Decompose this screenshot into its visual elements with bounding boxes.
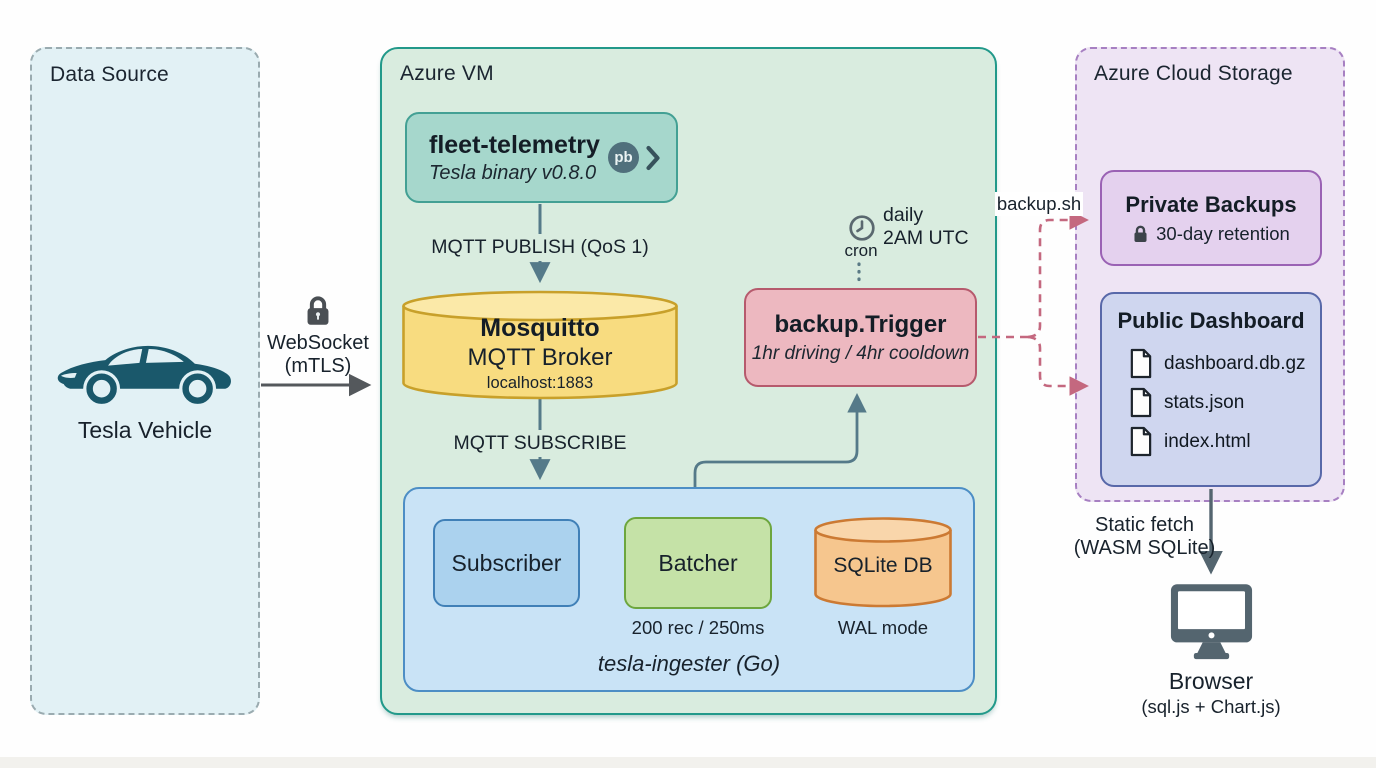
cloud-storage-title: Azure Cloud Storage [1094,62,1293,85]
retention-lock-icon [1132,224,1149,243]
ingester-caption: tesla-ingester (Go) [597,651,781,676]
backup-trigger-box: backup.Trigger 1hr driving / 4hr cooldow… [744,288,977,387]
tesla-ingester-box: Subscriber Batcher 200 rec / 250ms SQLit… [403,487,975,692]
vehicle-label: Tesla Vehicle [77,417,213,443]
mqtt-publish-label: MQTT PUBLISH (QoS 1) [430,234,650,261]
file-name: stats.json [1164,391,1245,413]
chevron-right-icon [646,145,660,171]
protobuf-badge: pb [608,142,639,173]
file-item: index.html [1128,422,1320,461]
mosquitto-broker-cylinder: Mosquitto MQTT Broker localhost:1883 [402,290,678,400]
mosquitto-detail: localhost:1883 [486,374,594,392]
backup-sh-label: backup.sh [995,192,1083,216]
subscriber-label: Subscriber [451,549,562,576]
websocket-lock-icon [303,294,333,326]
cron-clock-icon [848,214,876,242]
websocket-label: WebSocket (mTLS) [267,332,369,377]
sqlite-label: SQLite DB [833,554,933,577]
private-backups-note: 30-day retention [1156,222,1290,244]
static-fetch-label: Static fetch (WASM SQLite) [1073,514,1216,559]
file-name: dashboard.db.gz [1164,352,1306,374]
backup-trigger-title: backup.Trigger [774,310,947,338]
browser-sublabel: (sql.js + Chart.js) [1141,696,1281,717]
azure-vm-title: Azure VM [400,62,494,85]
mqtt-subscribe-label: MQTT SUBSCRIBE [450,430,630,457]
subscriber-box: Subscriber [433,519,580,607]
private-backups-box: Private Backups 30-day retention [1100,170,1322,266]
batcher-note: 200 rec / 250ms [631,617,765,638]
bottom-strip [0,757,1376,768]
file-name: index.html [1164,430,1251,452]
fleet-telemetry-title: fleet-telemetry [429,130,600,159]
file-icon [1128,426,1153,457]
cron-label: cron [844,241,878,260]
mosquitto-title: Mosquitto [480,314,600,342]
fleet-telemetry-subtitle: Tesla binary v0.8.0 [429,161,597,184]
cron-schedule: daily 2AM UTC [883,204,969,249]
private-backups-title: Private Backups [1125,191,1297,217]
mosquitto-subtitle: MQTT Broker [467,344,613,371]
file-icon [1128,387,1153,418]
file-item: dashboard.db.gz [1128,344,1320,383]
data-source-title: Data Source [50,63,169,86]
file-icon [1128,348,1153,379]
public-dashboard-title: Public Dashboard [1117,308,1305,333]
sqlite-note: WAL mode [837,617,929,638]
panel-data-source: Data Source Tesla Vehicle [30,47,260,715]
sqlite-db-cylinder: SQLite DB [814,516,952,609]
file-item: stats.json [1128,383,1320,422]
public-dashboard-box: Public Dashboard dashboard.db.gz [1100,292,1322,487]
backup-trigger-subtitle: 1hr driving / 4hr cooldown [751,342,970,364]
batcher-label: Batcher [658,549,738,576]
browser-label: Browser [1168,668,1254,694]
tesla-car-icon [52,337,238,409]
browser-monitor-icon [1163,582,1260,664]
batcher-box: Batcher [624,517,772,609]
fleet-telemetry-box: fleet-telemetry Tesla binary v0.8.0 pb [405,112,678,203]
